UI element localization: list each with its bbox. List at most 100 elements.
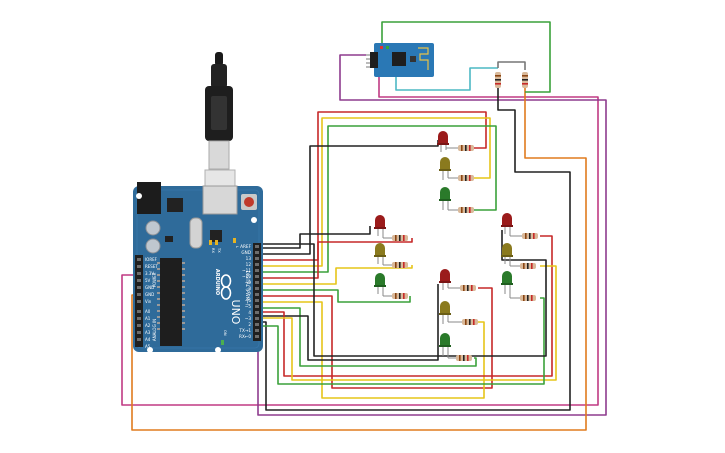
resistor[interactable] xyxy=(448,285,476,291)
pin-label: Vin xyxy=(145,299,152,304)
pin-label: A1 xyxy=(145,316,151,321)
led-red[interactable] xyxy=(374,215,386,238)
wires xyxy=(121,21,607,431)
pin-label: 13 xyxy=(246,256,252,261)
led-group-right xyxy=(501,213,538,301)
power-label: POWER xyxy=(152,272,157,287)
atmega-chip xyxy=(160,258,182,346)
led-group-top xyxy=(437,131,474,213)
led-yellow[interactable] xyxy=(374,243,386,265)
l-label: L xyxy=(235,246,239,248)
pin-label: RESET xyxy=(145,264,158,269)
wire-yellow-mid xyxy=(262,301,485,399)
esp8266-wifi-module[interactable] xyxy=(366,43,434,77)
pin-label: ~11 xyxy=(242,268,251,273)
resistor[interactable] xyxy=(510,263,536,269)
wire-orange-loop xyxy=(131,80,587,431)
led-group-middle xyxy=(439,269,478,361)
pin-label: ~6 xyxy=(245,298,252,303)
wire-black-esp xyxy=(262,80,571,411)
led-green[interactable] xyxy=(439,187,451,210)
wire-magenta-outer xyxy=(121,72,599,406)
resistor[interactable] xyxy=(448,175,474,181)
led-red[interactable] xyxy=(437,131,449,152)
resistor[interactable] xyxy=(383,262,408,268)
wire-red-top xyxy=(262,111,487,261)
wire-gray-esp xyxy=(497,61,526,70)
wire-green-top xyxy=(262,125,497,273)
wire-green-right xyxy=(262,297,545,385)
wire-red-mid xyxy=(262,287,493,389)
esp-resistor-2[interactable] xyxy=(522,72,528,88)
on-label: ON xyxy=(223,330,227,336)
pin-label: 7 xyxy=(248,292,251,297)
resistor[interactable] xyxy=(446,145,474,151)
pin-label: A2 xyxy=(145,323,151,328)
led-yellow[interactable] xyxy=(501,243,513,266)
wire-black-top xyxy=(262,140,439,255)
wire-yellow-top xyxy=(262,117,491,267)
led-yellow[interactable] xyxy=(439,301,451,324)
capacitor xyxy=(145,220,161,236)
pin-label: A5 xyxy=(145,344,151,349)
wire-red-right xyxy=(262,235,553,377)
pin-label: A4 xyxy=(145,337,151,342)
wire-yellow-left xyxy=(262,265,413,285)
digital-header xyxy=(253,243,261,341)
resistor[interactable] xyxy=(448,355,472,361)
pin-label: 4 xyxy=(248,310,251,315)
pin-label: RX←0 xyxy=(239,334,251,339)
wire-yellow-right xyxy=(262,265,557,381)
tx-label: TX xyxy=(217,247,221,253)
wire-cyan-esp xyxy=(395,67,498,91)
digital-header-label: DIGITAL (PWM~) xyxy=(245,271,250,306)
pin-label: ~5 xyxy=(245,304,252,309)
arduino-uno-board[interactable]: AREF GND 13 12 ~11 ~10 ~9 8 7 ~6 ~5 4 ~3… xyxy=(133,182,263,353)
resistor[interactable] xyxy=(510,233,538,239)
pin-label: A3 xyxy=(145,330,151,335)
pin-label: 2 xyxy=(248,322,251,327)
pin-label: 8 xyxy=(248,286,251,291)
pin-label: GND xyxy=(145,285,154,290)
pin-label: 3.3V xyxy=(145,271,154,276)
wire-green-left xyxy=(262,289,411,303)
led-green[interactable] xyxy=(374,273,386,296)
pin-label: TX→1 xyxy=(238,328,251,333)
resistor[interactable] xyxy=(383,235,408,241)
pin-label: GND xyxy=(241,250,251,255)
resistor[interactable] xyxy=(510,295,536,301)
analog-label: ANALOG IN xyxy=(152,319,157,341)
pin-label: 12 xyxy=(246,262,252,267)
wire-black-mid xyxy=(262,284,439,361)
led-red[interactable] xyxy=(439,269,451,290)
board-brand-label: ARDUINO xyxy=(214,269,220,295)
wire-red-left xyxy=(262,238,413,279)
led-red[interactable] xyxy=(501,213,513,236)
crystal-oscillator xyxy=(189,217,203,249)
arduino-logo xyxy=(220,274,232,300)
wire-black-right xyxy=(262,230,547,357)
capacitor xyxy=(145,238,161,254)
wire-green-esp xyxy=(381,21,551,93)
pin-label: AREF xyxy=(240,244,251,249)
esp-resistor-1[interactable] xyxy=(495,72,501,88)
board-model-label: UNO xyxy=(229,300,242,325)
usb-socket xyxy=(202,185,238,215)
wire-black-left xyxy=(262,226,371,249)
led-green[interactable] xyxy=(501,271,513,298)
wire-green-mid xyxy=(262,307,477,367)
resistor[interactable] xyxy=(383,293,408,299)
led-yellow[interactable] xyxy=(439,157,451,180)
resistor[interactable] xyxy=(448,319,478,325)
led-green[interactable] xyxy=(439,333,451,358)
rx-label: RX xyxy=(211,248,215,253)
pin-label: ~9 xyxy=(245,280,252,285)
resistor[interactable] xyxy=(448,207,474,213)
pin-label: ~3 xyxy=(245,316,252,321)
pin-label: ~10 xyxy=(242,274,251,279)
pin-label: IOREF xyxy=(145,257,158,262)
pin-label: A0 xyxy=(145,309,151,314)
pin-label: GND xyxy=(145,292,154,297)
pin-label: 5V xyxy=(145,278,151,283)
